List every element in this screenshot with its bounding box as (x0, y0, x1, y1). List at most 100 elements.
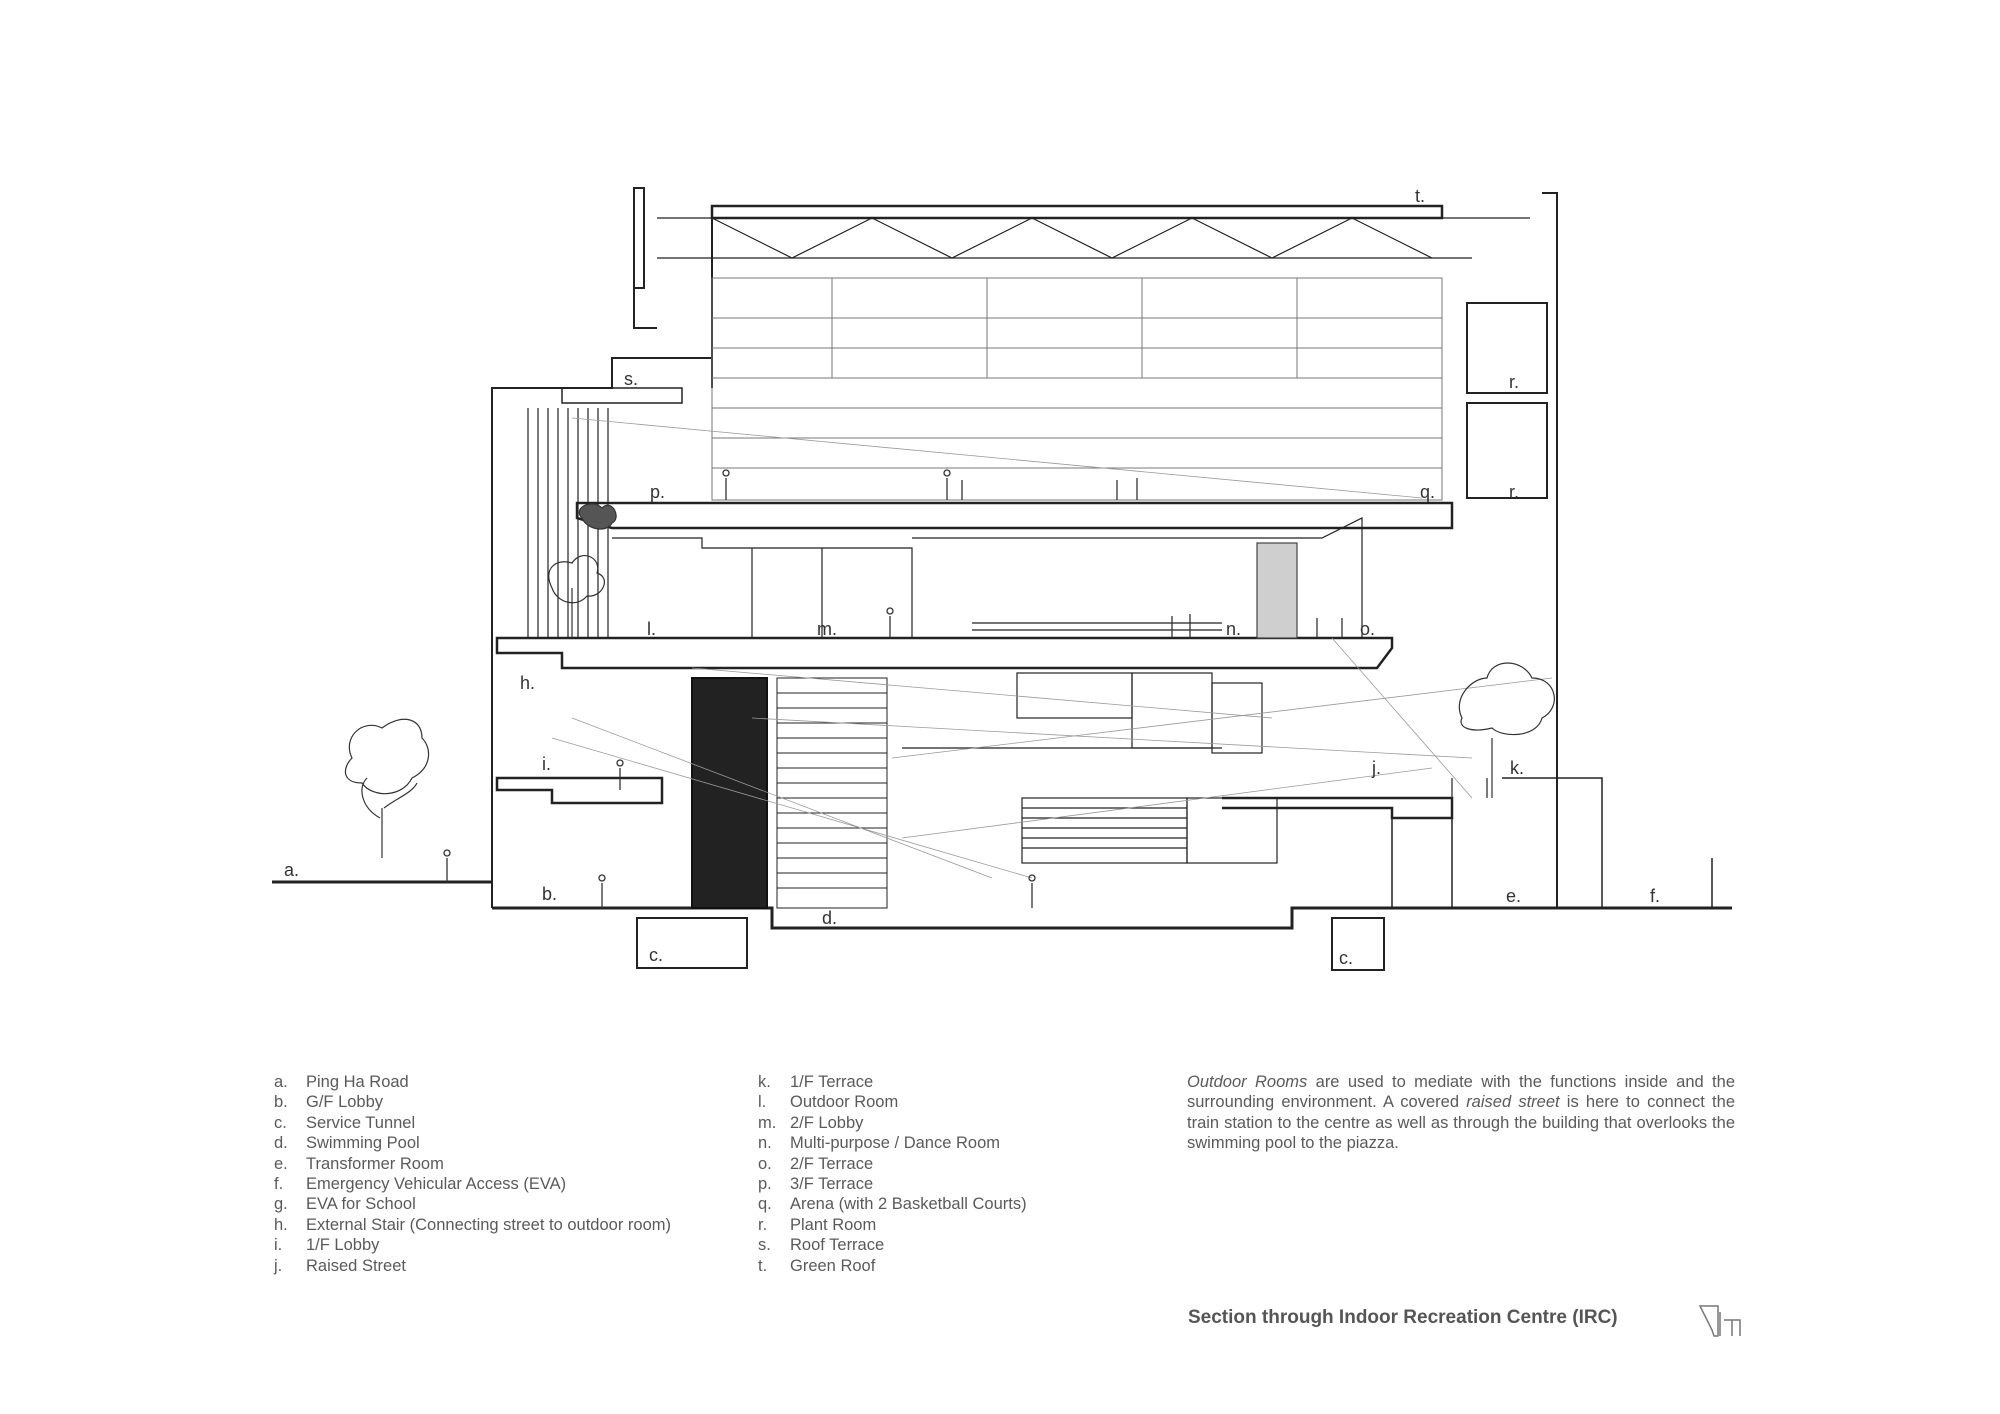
legend-key: b. (274, 1093, 288, 1112)
legend-item: o. 2/F Terrace (758, 1154, 1027, 1174)
label-d: d. (822, 908, 837, 928)
plant-room-upper (1466, 302, 1548, 394)
legend-item: b.G/F Lobby (274, 1092, 671, 1112)
label-q: q. (1420, 482, 1435, 502)
legend-key: n. (758, 1134, 772, 1153)
legend-text: 2/F Lobby (790, 1113, 864, 1132)
note-text-2: is here to connect the train station to … (1187, 1093, 1735, 1153)
legend-item: t.Green Roof (758, 1256, 1027, 1276)
tree-terrace (548, 503, 617, 638)
legend-item: r. Plant Room (758, 1215, 1027, 1235)
legend-key: e. (274, 1154, 288, 1173)
legend-item: g. EVA for School (274, 1194, 671, 1214)
legend-key: i. (274, 1236, 283, 1255)
pool-hall-elevation (902, 672, 1278, 864)
legend-text: Green Roof (790, 1256, 876, 1275)
label-c-left: c. (649, 945, 663, 965)
legend-item: e.Transformer Room (274, 1154, 671, 1174)
legend-text: Service Tunnel (306, 1113, 416, 1132)
tree-right (1458, 662, 1555, 798)
legend-text: Plant Room (790, 1215, 877, 1234)
legend-text: 3/F Terrace (790, 1175, 874, 1194)
label-k: k. (1510, 758, 1524, 778)
legend-key: o. (758, 1154, 772, 1173)
label-t: t. (1415, 186, 1425, 206)
striped-wall (776, 677, 888, 909)
legend-text: EVA for School (306, 1195, 416, 1214)
legend-key: q. (758, 1195, 772, 1214)
roof-terrace (561, 387, 683, 404)
label-p: p. (650, 482, 665, 502)
legend-item: f.Emergency Vehicular Access (EVA) (274, 1174, 671, 1194)
legend-text: Arena (with 2 Basketball Courts) (790, 1195, 1027, 1214)
legend-key: c. (274, 1113, 287, 1132)
service-tunnel-right (1331, 917, 1385, 971)
slab-level-1 (495, 776, 1454, 820)
arena-glazing (711, 277, 1443, 501)
legend-key: f. (274, 1175, 284, 1194)
roof-truss (657, 217, 1530, 259)
tree-left (344, 718, 430, 858)
legend-item: p.3/F Terrace (758, 1174, 1027, 1194)
description-note: Outdoor Rooms are used to mediate with t… (1187, 1072, 1735, 1154)
legend-item: q. Arena (with 2 Basketball Courts) (758, 1194, 1027, 1214)
legend-item: k. 1/F Terrace (758, 1072, 1027, 1092)
label-l: l. (647, 619, 656, 639)
swimming-pool-basin (770, 908, 1294, 930)
drawing-caption: Section through Indoor Recreation Centre… (1188, 1307, 1618, 1328)
note-emphasis-outdoor-rooms: Outdoor Rooms (1187, 1073, 1308, 1091)
human-figures (443, 469, 1488, 908)
legend-item: j.Raised Street (274, 1256, 671, 1276)
level-2-rooms (612, 517, 1363, 639)
legend-key: s. (758, 1236, 771, 1255)
legend-key: a. (274, 1073, 288, 1091)
legend-item: i. 1/F Lobby (274, 1235, 671, 1255)
legend-text: Swimming Pool (306, 1134, 420, 1153)
note-text-1: are used to mediate with the functions i… (1187, 1073, 1735, 1112)
plant-room-lower (1466, 402, 1548, 499)
label-c-right: c. (1339, 948, 1353, 968)
label-f: f. (1650, 886, 1660, 906)
label-e: e. (1506, 886, 1521, 906)
legend-item: h.External Stair (Connecting street to o… (274, 1215, 671, 1235)
label-j: j. (1371, 758, 1381, 778)
legend-text: Raised Street (306, 1256, 406, 1275)
legend-item: c. Service Tunnel (274, 1113, 671, 1133)
slab-level-3 (575, 501, 1454, 530)
legend-text: Multi-purpose / Dance Room (790, 1134, 1001, 1153)
legend-item: a. Ping Ha Road (274, 1072, 671, 1092)
legend-text: Outdoor Room (790, 1093, 899, 1112)
label-s: s. (624, 369, 638, 389)
architect-logo-icon (1698, 1305, 1741, 1337)
label-m: m. (817, 619, 837, 639)
parapet-left (633, 187, 657, 329)
legend-key: g. (274, 1195, 288, 1214)
label-a: a. (284, 860, 299, 880)
legend-item: d.Swimming Pool (274, 1133, 671, 1153)
service-tunnel-left (636, 917, 748, 969)
parapet-right (1542, 192, 1558, 298)
sightlines (551, 417, 1553, 879)
legend-item: l.Outdoor Room (758, 1092, 1027, 1112)
building-outline (491, 198, 1558, 908)
label-r-lower: r. (1509, 482, 1519, 502)
label-i: i. (542, 754, 551, 774)
legend-key: k. (758, 1073, 771, 1091)
slab-level-2 (495, 636, 1394, 670)
label-n: n. (1226, 619, 1241, 639)
label-h: h. (520, 673, 535, 693)
legend-text: Ping Ha Road (306, 1073, 409, 1091)
transformer-room (1391, 777, 1603, 908)
label-o: o. (1360, 619, 1375, 639)
legend-item: n. Multi-purpose / Dance Room (758, 1133, 1027, 1153)
legend-text: 2/F Terrace (790, 1154, 874, 1173)
legend-key: m. (758, 1113, 777, 1132)
legend-text: 1/F Terrace (790, 1073, 874, 1091)
legend-key: r. (758, 1215, 768, 1234)
legend-text: Roof Terrace (790, 1236, 885, 1255)
legend-text: 1/F Lobby (306, 1236, 380, 1255)
note-emphasis-raised-street: raised street (1466, 1093, 1560, 1112)
legend-item: s. Roof Terrace (758, 1235, 1027, 1255)
